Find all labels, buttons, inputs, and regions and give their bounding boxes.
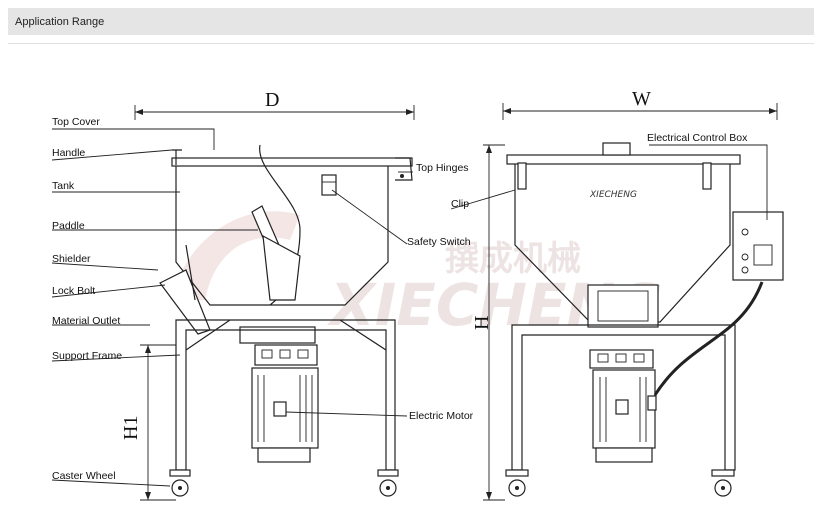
section-title: Application Range xyxy=(15,15,105,28)
label-paddle: Paddle xyxy=(52,220,85,232)
label-support-frame: Support Frame xyxy=(52,350,122,362)
dimension-h1: H1 xyxy=(120,416,142,440)
label-shielder: Shielder xyxy=(52,253,91,265)
label-top-cover: Top Cover xyxy=(52,116,100,128)
label-material-outlet: Material Outlet xyxy=(52,315,120,327)
section-header: Application Range xyxy=(8,8,814,35)
label-clip: Clip xyxy=(451,198,469,210)
label-electric-motor: Electric Motor xyxy=(409,410,474,422)
label-lock-bolt: Lock Bolt xyxy=(52,285,95,297)
label-caster-wheel: Caster Wheel xyxy=(52,470,116,482)
watermark-cn: 撰成机械 xyxy=(445,239,581,279)
header-divider xyxy=(8,43,814,44)
label-electrical-control-box: Electrical Control Box xyxy=(647,132,748,144)
label-handle: Handle xyxy=(52,147,85,159)
dimension-d: D xyxy=(265,89,279,111)
dimension-h: H xyxy=(471,316,493,330)
front-view: W H XIECHENG xyxy=(450,88,784,501)
dimension-w: W xyxy=(632,88,651,110)
label-tank: Tank xyxy=(52,180,75,192)
label-safety-switch: Safety Switch xyxy=(407,236,471,248)
side-view: D xyxy=(51,89,415,501)
label-top-hinges: Top Hinges xyxy=(416,162,469,174)
tank-logo: XIECHENG xyxy=(589,190,637,200)
